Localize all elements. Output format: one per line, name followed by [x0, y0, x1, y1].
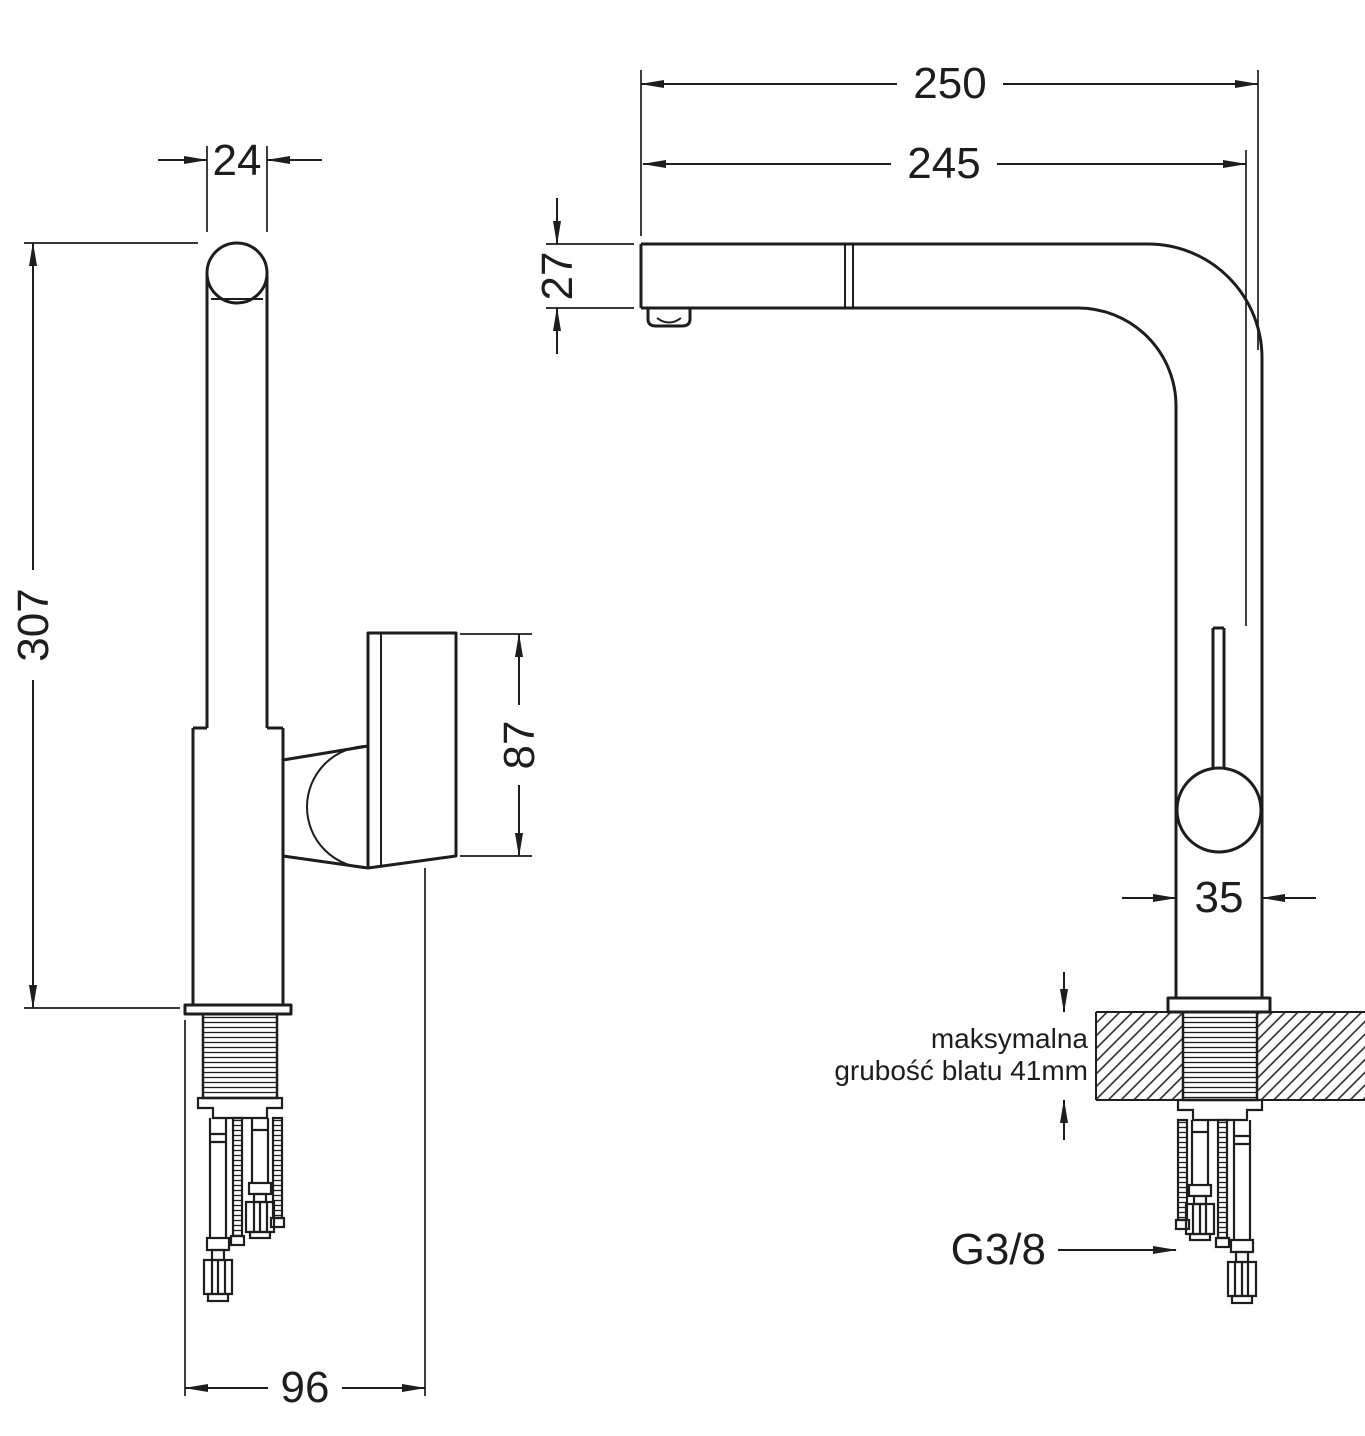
thread-callout: G3/8 — [951, 1225, 1177, 1274]
spout-tube — [205, 276, 269, 728]
dim-96-extension-lines — [184, 868, 426, 1396]
front-view: maksymalna grubość blatu 41mm 250 245 27 — [533, 59, 1365, 1305]
front-mounting-hardware — [1174, 1098, 1264, 1305]
countertop-section: maksymalna grubość blatu 41mm — [834, 972, 1365, 1140]
dim-35-label: 35 — [1195, 873, 1244, 922]
dim-base-depth: 96 — [184, 868, 426, 1412]
aerator — [646, 308, 692, 328]
dim-total-height: 307 — [9, 242, 198, 1009]
pullout-seam — [844, 244, 854, 308]
dim-245-label-bg — [891, 142, 997, 186]
side-view: 24 307 87 96 — [9, 136, 544, 1412]
dim-27-label: 27 — [533, 252, 582, 301]
countertop-edges — [1095, 1011, 1365, 1101]
dim-24-label: 24 — [213, 136, 262, 185]
spout-inner-profile — [641, 306, 1178, 998]
counter-note-line1: maksymalna — [931, 1023, 1089, 1054]
base-flange — [183, 1003, 293, 1016]
dim-overall-reach: 250 — [640, 59, 1259, 350]
dim-307-extension-lines — [24, 242, 198, 1009]
spout-head — [205, 241, 269, 305]
handle-pivot-arc — [306, 745, 369, 869]
front-base-flange — [1166, 996, 1272, 1014]
dim-307-label: 307 — [9, 588, 58, 661]
front-threaded-shank — [1181, 1010, 1259, 1102]
dim-96-label-bg — [268, 1366, 342, 1410]
dim-87-label: 87 — [495, 721, 544, 770]
dim-spout-width: 24 — [158, 136, 322, 232]
handle-lever-knob — [1175, 766, 1263, 854]
front-faucet-outline — [639, 242, 1272, 1305]
dim-245-label: 245 — [907, 139, 980, 188]
dim-spout-height: 27 — [533, 198, 634, 354]
threaded-shank — [201, 1012, 279, 1100]
spout-outer-profile — [641, 242, 1264, 998]
handle-body — [366, 631, 458, 870]
dim-body-width: 35 — [1122, 873, 1316, 922]
dim-250-label-bg — [897, 62, 1003, 106]
thread-callout-label: G3/8 — [951, 1225, 1046, 1274]
dim-handle-height: 87 — [460, 633, 544, 857]
handle-lever-rod — [1211, 626, 1226, 768]
side-faucet-outline — [183, 241, 458, 1303]
countertop-hatch-left — [1097, 1013, 1183, 1099]
dim-250-extension-lines — [640, 70, 1259, 350]
dim-spout-reach: 245 — [642, 139, 1247, 626]
mounting-hardware — [196, 1096, 286, 1303]
dim-96-label: 96 — [281, 1363, 330, 1412]
dim-87-label-bg — [497, 705, 541, 785]
body-column — [191, 726, 285, 1005]
dim-250-label: 250 — [913, 59, 986, 108]
countertop-hatch-right — [1257, 1013, 1365, 1099]
dim-307-label-bg — [11, 570, 55, 680]
aerator-outlet-arc — [656, 317, 682, 324]
counter-note-line2: grubość blatu 41mm — [834, 1055, 1088, 1086]
